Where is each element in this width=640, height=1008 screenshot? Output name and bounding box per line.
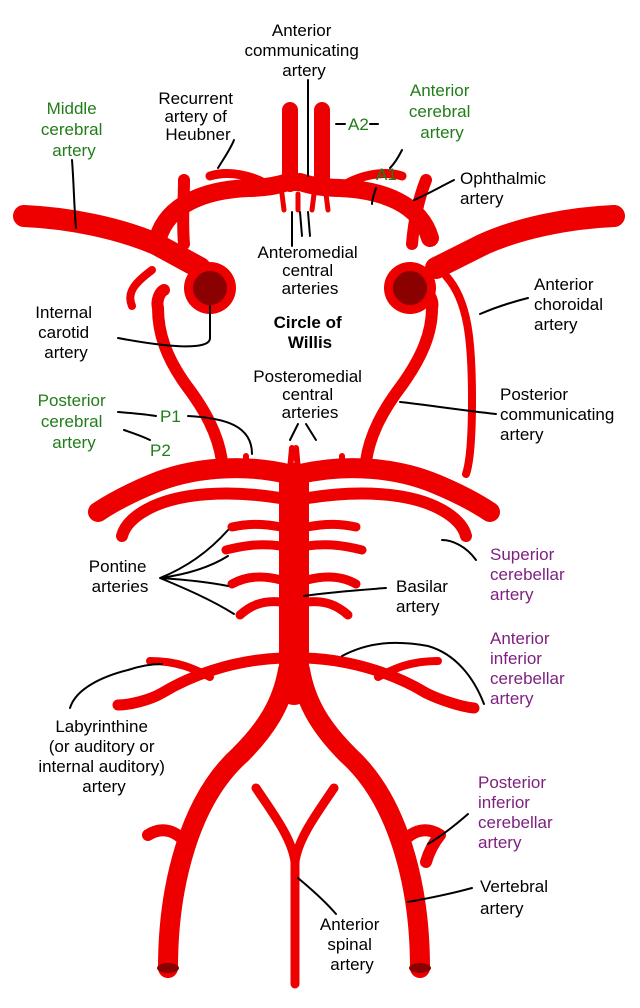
labyrinthine-artery-right bbox=[374, 657, 442, 681]
superior-cerebellar-artery-left bbox=[116, 487, 286, 542]
label-posterior-cerebral-artery: Posterior cerebral artery bbox=[38, 391, 111, 452]
label-p1: P1 bbox=[160, 407, 181, 426]
arteries bbox=[13, 102, 625, 989]
label-a2: A2 bbox=[348, 115, 369, 134]
label-basilar-artery: Basilar artery bbox=[396, 577, 453, 616]
label-recurrent-artery-of-heubner: Recurrent artery of Heubner bbox=[158, 89, 237, 144]
label-anterior-communicating-artery: Anterior communicating artery bbox=[244, 21, 363, 80]
label-posteromedial-central-arteries: Posteromedial central arteries bbox=[253, 367, 366, 422]
labyrinthine-artery-left bbox=[146, 657, 214, 681]
label-vertebral-artery: Vertebral artery bbox=[480, 877, 553, 918]
anterior-inferior-cerebellar-artery-left bbox=[112, 652, 288, 711]
anterior-inferior-cerebellar-artery-right bbox=[300, 652, 480, 714]
label-anterior-inferior-cerebellar-artery: Anterior inferior cerebellar artery bbox=[490, 629, 569, 708]
label-ophthalmic-artery: Ophthalmic artery bbox=[460, 169, 551, 208]
superior-cerebellar-artery-right bbox=[302, 487, 472, 542]
posterior-inferior-cerebellar-artery-left bbox=[142, 824, 194, 851]
diagram-title: Circle of Willis bbox=[274, 313, 347, 352]
vertebral-artery-left bbox=[158, 660, 298, 978]
posterior-cerebral-artery-right bbox=[290, 458, 500, 522]
label-anterior-choroidal-artery: Anterior choroidal artery bbox=[534, 275, 608, 334]
posteromedial-central-arteries bbox=[243, 445, 345, 473]
label-anteromedial-central-arteries: Anteromedial central arteries bbox=[258, 243, 363, 298]
label-a1: A1 bbox=[376, 165, 397, 184]
posterior-communicating-artery-right bbox=[360, 284, 439, 467]
pontine-arteries-vessels bbox=[221, 519, 367, 620]
internal-carotid-artery-left bbox=[184, 262, 236, 314]
internal-carotid-artery-right bbox=[384, 262, 436, 314]
label-middle-cerebral-artery: Middle cerebral artery bbox=[41, 99, 107, 160]
anteromedial-central-arteries bbox=[279, 191, 331, 213]
recurrent-artery-of-heubner-left bbox=[205, 169, 271, 189]
posterior-communicating-artery-left bbox=[151, 284, 228, 467]
labels: Anterior communicating artery Recurrent … bbox=[35, 21, 619, 974]
recurrent-artery-of-heubner-right bbox=[341, 169, 407, 189]
vertebral-artery-right bbox=[290, 660, 430, 978]
anterior-spinal-artery bbox=[251, 783, 339, 989]
label-posterior-communicating-artery: Posterior communicating artery bbox=[500, 385, 619, 444]
leader-lines bbox=[69, 79, 529, 915]
middle-cerebral-artery-right bbox=[425, 205, 625, 279]
label-p2: P2 bbox=[150, 441, 171, 460]
anterior-choroidal-artery-right bbox=[442, 272, 476, 478]
label-labyrinthine-artery: Labyrinthine (or auditory or internal au… bbox=[38, 717, 169, 796]
anterior-cerebral-artery-a1-left bbox=[149, 173, 297, 247]
anterior-choroidal-artery-left bbox=[126, 266, 156, 310]
label-pontine-arteries: Pontine arteries bbox=[89, 557, 151, 596]
label-anterior-cerebral-artery: Anterior cerebral artery bbox=[409, 81, 475, 142]
label-superior-cerebellar-artery: Superior cerebellar artery bbox=[490, 545, 569, 604]
label-posterior-inferior-cerebellar-artery: Posterior inferior cerebellar artery bbox=[478, 773, 557, 852]
label-internal-carotid-artery: Internal carotid artery bbox=[35, 303, 96, 362]
label-anterior-spinal-artery: Anterior spinal artery bbox=[320, 915, 384, 974]
posterior-cerebral-artery-left bbox=[88, 458, 298, 522]
